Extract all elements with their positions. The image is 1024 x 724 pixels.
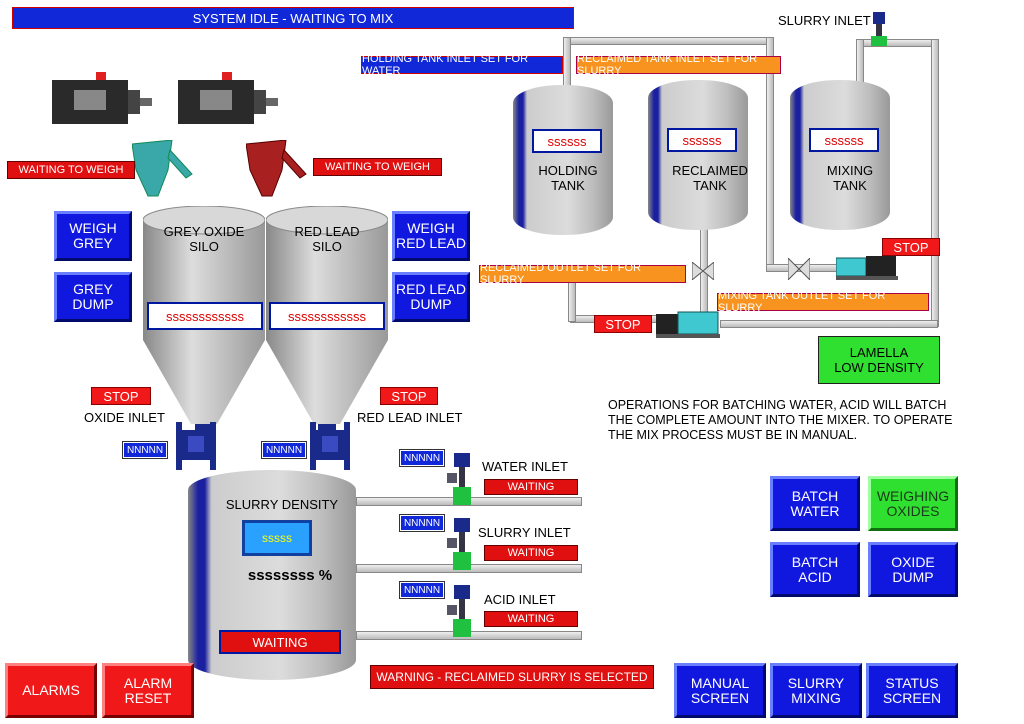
- mixer-status: WAITING: [219, 630, 341, 654]
- status-screen-button[interactable]: STATUS SCREEN: [866, 663, 958, 718]
- acid-inlet-valve-icon[interactable]: [447, 585, 477, 641]
- holding-tank-value: ssssss: [532, 129, 602, 153]
- water-inlet-label: WATER INLET: [482, 459, 568, 474]
- reclaimed-tank-label: RECLAIMED TANK: [672, 163, 748, 193]
- slurry-mixing-button[interactable]: SLURRY MIXING: [770, 663, 862, 718]
- grey-dump-button[interactable]: GREY DUMP: [54, 272, 132, 322]
- grey-silo-value: ssssssssssss: [147, 302, 263, 330]
- mixing-pump-stop-button[interactable]: STOP: [882, 238, 940, 256]
- mixing-tank: [790, 80, 890, 230]
- reclaimed-pump-icon: [656, 311, 720, 338]
- red-weigh-hopper-icon: [246, 140, 307, 197]
- holding-tank-label: HOLDING TANK: [538, 163, 598, 193]
- slurry-density-title: SLURRY DENSITY: [225, 497, 339, 512]
- oxide-inlet-stop-button[interactable]: STOP: [91, 387, 151, 405]
- grey-weigh-hopper-icon: [132, 140, 193, 197]
- oxide-inlet-valve-icon[interactable]: [176, 422, 216, 470]
- water-inlet-valve-icon[interactable]: [447, 453, 477, 509]
- lamella-low-density-indicator: LAMELLA LOW DENSITY: [818, 336, 940, 384]
- slurry-inlet-readout: NNNNN: [399, 514, 445, 532]
- weigh-red-lead-button[interactable]: WEIGH RED LEAD: [392, 211, 470, 261]
- water-inlet-readout: NNNNN: [399, 449, 445, 467]
- alarm-reset-button[interactable]: ALARM RESET: [102, 663, 194, 718]
- pipe-top: [566, 37, 768, 45]
- red-lead-inlet-readout: NNNNN: [261, 441, 307, 459]
- mixing-tank-value: ssssss: [809, 128, 879, 152]
- red-lead-inlet-label: RED LEAD INLET: [357, 410, 463, 425]
- red-lead-inlet-stop-button[interactable]: STOP: [380, 387, 438, 405]
- reclaimed-warning: WARNING - RECLAIMED SLURRY IS SELECTED: [370, 665, 654, 689]
- mixing-pump-icon: [836, 256, 898, 280]
- slurry-inlet-label: SLURRY INLET: [478, 525, 571, 540]
- red-lead-inlet-valve-icon[interactable]: [310, 422, 350, 470]
- weighing-oxides-button[interactable]: WEIGHING OXIDES: [868, 476, 958, 531]
- slurry-inlet-valve-icon[interactable]: [447, 518, 477, 574]
- water-inlet-status: WAITING: [484, 479, 578, 495]
- red-lead-dump-button[interactable]: RED LEAD DUMP: [392, 272, 470, 322]
- red-motor-icon: [178, 72, 278, 124]
- operations-note: OPERATIONS FOR BATCHING WATER, ACID WILL…: [608, 398, 953, 442]
- red-silo-label: RED LEAD SILO: [294, 224, 360, 254]
- acid-inlet-status: WAITING: [484, 611, 578, 627]
- acid-inlet-readout: NNNNN: [399, 581, 445, 599]
- manual-screen-button[interactable]: MANUAL SCREEN: [674, 663, 766, 718]
- reclaimed-outlet-label: RECLAIMED OUTLET SET FOR SLURRY: [479, 262, 686, 286]
- reclaimed-pump-stop-button[interactable]: STOP: [594, 315, 652, 333]
- pipe-mixing-right: [931, 39, 939, 327]
- oxide-inlet-readout: NNNNN: [122, 441, 168, 459]
- slurry-inlet-top-label: SLURRY INLET: [778, 13, 871, 28]
- holding-inlet-label: HOLDING TANK INLET SET FOR WATER: [361, 53, 563, 77]
- batch-acid-button[interactable]: BATCH ACID: [770, 542, 860, 597]
- weigh-grey-button[interactable]: WEIGH GREY: [54, 211, 132, 261]
- acid-inlet-label: ACID INLET: [484, 592, 556, 607]
- reclaimed-tank-value: ssssss: [667, 128, 737, 152]
- alarms-button[interactable]: ALARMS: [5, 663, 97, 718]
- status-banner: SYSTEM IDLE - WAITING TO MIX: [12, 7, 574, 29]
- grey-motor-icon: [52, 72, 152, 124]
- batch-water-button[interactable]: BATCH WATER: [770, 476, 860, 531]
- mixing-line-valve-icon[interactable]: [788, 258, 810, 280]
- pipe-bottom-right: [720, 320, 938, 328]
- reclaimed-inlet-label: RECLAIMED TANK INLET SET FOR SLURRY: [576, 53, 781, 77]
- slurry-inlet-top-valve-icon[interactable]: [868, 12, 890, 48]
- mixing-outlet-label: MIXING TANK OUTLET SET FOR SLURRY: [717, 290, 929, 314]
- oxide-inlet-label: OXIDE INLET: [84, 410, 165, 425]
- slurry-density-display: sssss: [242, 520, 312, 556]
- mixing-tank-label: MIXING TANK: [826, 163, 874, 193]
- grey-silo-label: GREY OXIDE SILO: [163, 224, 245, 254]
- reclaimed-tank: [648, 80, 748, 230]
- red-silo-value: ssssssssssss: [269, 302, 385, 330]
- oxide-dump-button[interactable]: OXIDE DUMP: [868, 542, 958, 597]
- slurry-inlet-status: WAITING: [484, 545, 578, 561]
- grey-weigh-status: WAITING TO WEIGH: [7, 161, 135, 179]
- red-weigh-status: WAITING TO WEIGH: [313, 158, 442, 176]
- holding-tank: [513, 85, 613, 235]
- reclaimed-outlet-valve-icon[interactable]: [692, 262, 714, 280]
- slurry-density-percent: ssssssss %: [247, 567, 333, 584]
